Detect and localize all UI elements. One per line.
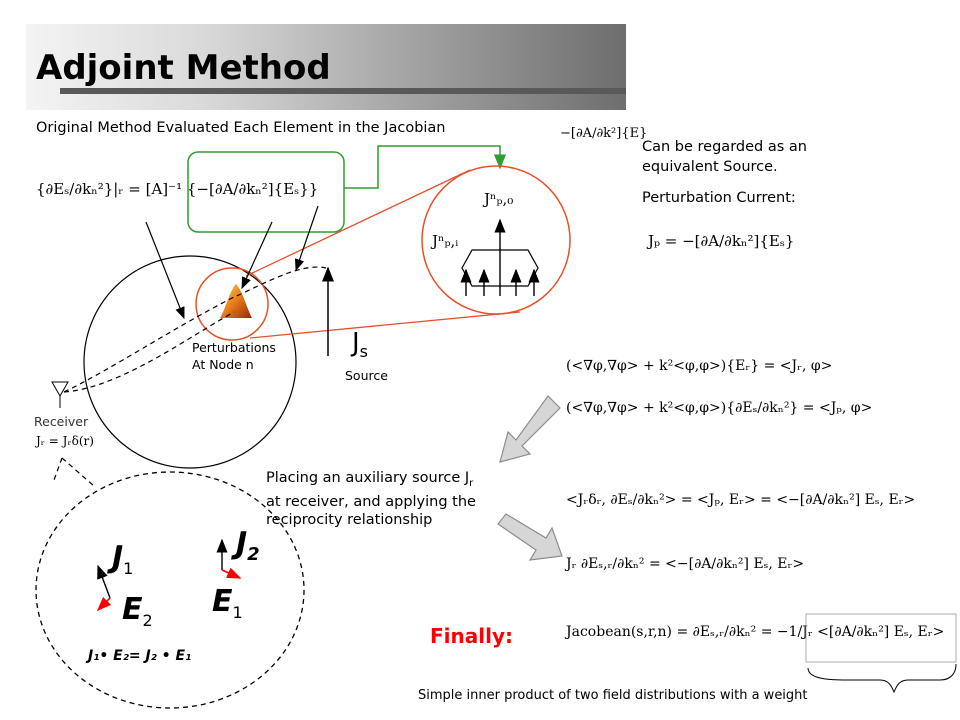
green-connector (344, 145, 506, 189)
receiver-label: Receiver (34, 414, 89, 429)
domain-circle (83, 255, 297, 469)
perturbation-node-circle (195, 267, 269, 341)
eq-weak-form-2: (<∇φ,∇φ> + k²<φ,φ>){∂Eₛ/∂kₙ²} = <Jₚ, φ> (566, 400, 873, 416)
eq-jacobian-original: {∂Eₛ/∂kₙ²}|ᵣ = [A]⁻¹ {−[∂A/∂kₙ²]{Eₛ}} (36, 180, 319, 198)
inset-j1-label: J1 (112, 540, 134, 578)
equivalent-source-text: Can be regarded as an equivalent Source. (642, 139, 807, 175)
at-node-label: At Node n (192, 357, 254, 372)
eq-weak-form-1: (<∇φ,∇φ> + k²<φ,φ>){Eᵣ} = <Jᵣ, φ> (566, 358, 833, 374)
eq-reciprocity-1: <Jᵣδᵣ, ∂Eₛ/∂kₙ²> = <Jₚ, Eᵣ> = <−[∂A/∂kₙ²… (566, 492, 916, 508)
inset-e2-label: E2 (122, 592, 153, 630)
page-title: Adjoint Method (36, 48, 331, 88)
highlight-box (187, 151, 345, 233)
perturbation-current-label: Perturbation Current: (642, 190, 796, 206)
eq-receiver-source: Jᵣ = Jᵣδ(r) (36, 434, 94, 448)
mesh-hexagon (461, 249, 539, 287)
inset-ellipse (35, 471, 305, 709)
inset-e1-label: E1 (212, 584, 243, 622)
inset-j2-label: J2 (236, 526, 260, 565)
title-underline (60, 88, 626, 94)
placing-text: Placing an auxiliary source Jr at receiv… (266, 470, 476, 528)
gray-arrow-2 (497, 513, 563, 561)
title-banner (26, 24, 626, 110)
perturbation-peak (220, 284, 252, 318)
finally-label: Finally: (430, 624, 513, 648)
eq-jpni: Jⁿₚ,ᵢ (432, 232, 459, 250)
source-label: Source (345, 368, 388, 383)
eq-jpn0: Jⁿₚ,₀ (484, 190, 514, 208)
zoom-line-top (245, 169, 471, 277)
eq-perturbation-current: Jₚ = −[∂A/∂kₙ²]{Eₛ} (648, 232, 795, 250)
inner-product-caption: Simple inner product of two field distri… (418, 688, 808, 703)
zoom-circle (421, 165, 571, 315)
js-label: Js (352, 328, 369, 362)
perturbations-label: Perturbations (192, 340, 276, 355)
eq-final: Jacobean(s,r,n) = ∂Eₛ,ᵣ/∂kₙ² = −1/Jᵣ <[∂… (566, 624, 945, 640)
original-method-label: Original Method Evaluated Each Element i… (36, 120, 446, 136)
zoom-line-bottom (249, 311, 521, 339)
receiver-antenna (51, 381, 69, 398)
eq-reciprocity-2: Jᵣ ∂Eₛ,ᵣ/∂kₙ² = <−[∂A/∂kₙ²] Eₛ, Eᵣ> (566, 556, 805, 572)
gray-arrow-1 (499, 395, 561, 463)
inset-relation: J₁• E₂= J₂ • E₁ (88, 648, 192, 664)
eq-source-term: −[∂A/∂k²]{E} (560, 126, 648, 141)
